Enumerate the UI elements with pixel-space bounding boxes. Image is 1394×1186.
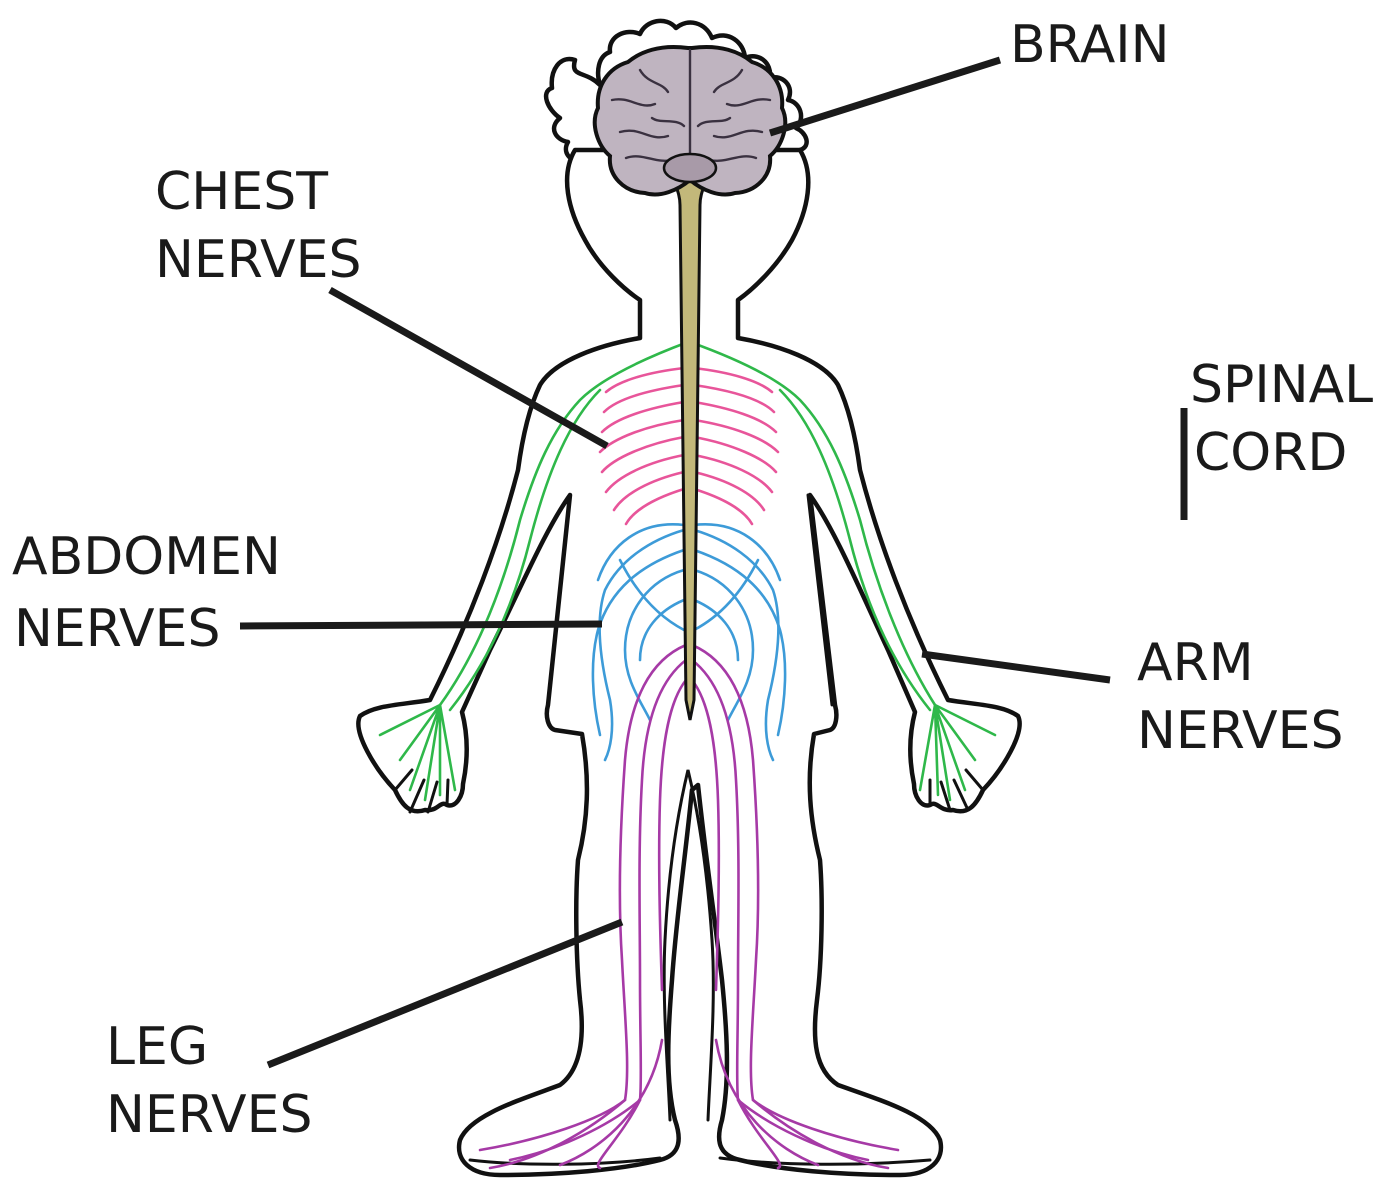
arm-nerves-label-line1: ARM <box>1137 633 1254 693</box>
leg-nerves-label-line2: NERVES <box>106 1085 312 1145</box>
brain-stem-cerebellum <box>664 154 716 182</box>
arm-nerves-leader-line <box>922 654 1110 680</box>
spinal-cord-label-line2: CORD <box>1194 423 1347 483</box>
abdomen-nerves-label-line1: ABDOMEN <box>12 527 281 587</box>
leg-nerves-label-line1: LEG <box>106 1017 208 1077</box>
brain-leader-line <box>770 60 1000 133</box>
chest-nerves-label-line1: CHEST <box>155 162 328 222</box>
chest-nerves-label-line2: NERVES <box>155 230 361 290</box>
brain <box>595 47 785 195</box>
arm-nerves-label-line2: NERVES <box>1137 701 1343 761</box>
brain-label: BRAIN <box>1010 15 1170 75</box>
abdomen-nerves-label-line2: NERVES <box>14 599 220 659</box>
spinal-cord-label-line1: SPINAL <box>1190 355 1373 415</box>
leg-nerves-leader-line <box>268 922 622 1065</box>
abdomen-nerves-leader-line <box>240 624 602 626</box>
